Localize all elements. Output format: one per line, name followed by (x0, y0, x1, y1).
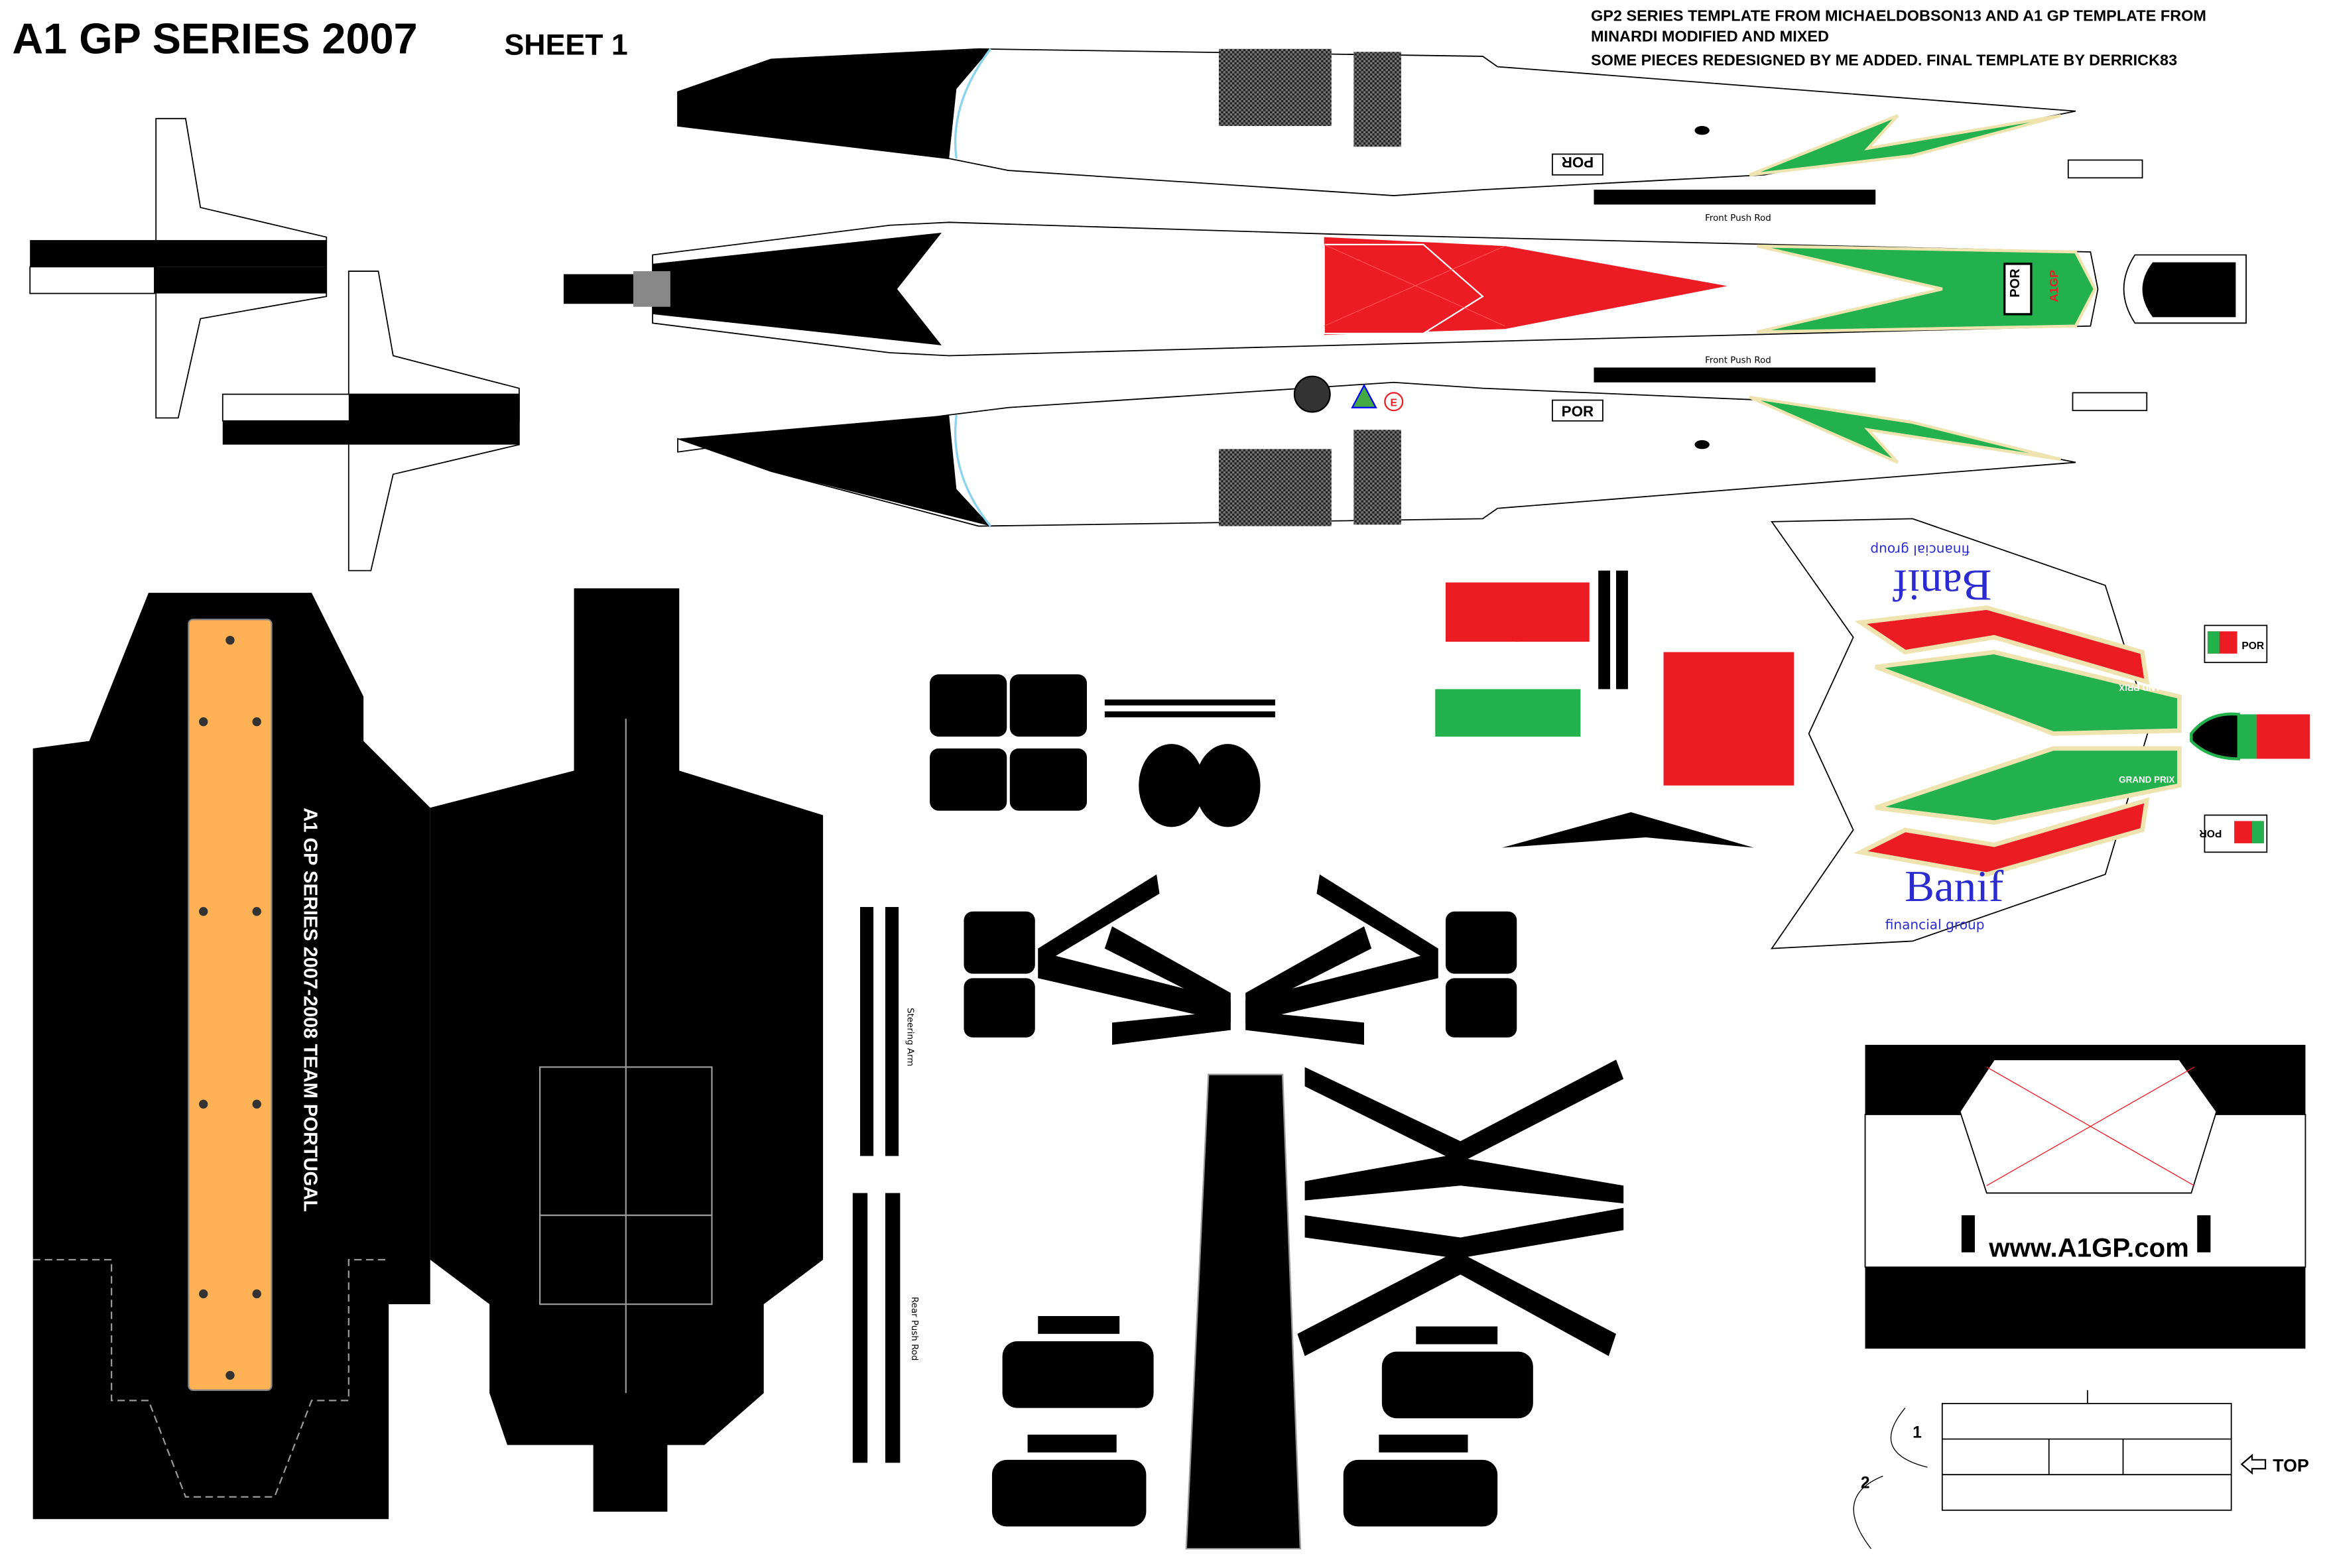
sidepod-lower: POR (677, 381, 2148, 527)
por-label-lower: POR (1562, 403, 1594, 420)
grand-prix-label-upper: GRAND PRIX (2119, 683, 2174, 693)
por-label-nose: POR (2008, 269, 2023, 298)
front-push-rod-lower: Front Push Rod (1594, 356, 1876, 383)
credits-line-3: SOME PIECES REDESIGNED BY ME ADDED. FINA… (1591, 51, 2177, 68)
credits-line-1: GP2 SERIES TEMPLATE FROM MICHAELDOBSON13… (1591, 7, 2206, 24)
assembly-diagram: 1 2 TOP (1853, 1390, 2309, 1549)
por-label-upper: POR (1562, 154, 1594, 170)
undertray-piece (430, 588, 824, 1512)
grand-prix-label-lower: GRAND PRIX (2119, 774, 2174, 784)
steering-arm: Steering Arm (859, 907, 915, 1156)
engine-cover-fin (1185, 1073, 1302, 1550)
front-push-rod-label-lower: Front Push Rod (1705, 356, 1771, 366)
brake-ducts (991, 1315, 1533, 1527)
website-label: www.A1GP.com (1988, 1233, 2189, 1263)
main-body-nose: POR A1GP (563, 221, 2247, 357)
sponsor-sub-lower: financial group (1885, 917, 1985, 933)
sponsor-logo-lower: Banif (1905, 861, 2004, 911)
por-flag-label-lower: POR (2199, 827, 2222, 839)
rear-push-rod-label: Rear Push Rod (909, 1297, 919, 1360)
por-flag-label-upper: POR (2241, 640, 2264, 652)
rear-wing-endplate-upper (29, 117, 328, 419)
suspension-wishbones (964, 874, 1624, 1357)
rear-push-rod: Rear Push Rod (852, 1193, 919, 1463)
top-arrow-icon (2240, 1453, 2267, 1475)
e-badge: E (1391, 397, 1397, 408)
rear-wing-panel: www.A1GP.com (1864, 1044, 2306, 1349)
floor-team-text: A1 GP SERIES 2007-2008 TEAM PORTUGAL (300, 808, 321, 1212)
floor-piece: A1 GP SERIES 2007-2008 TEAM PORTUGAL (32, 593, 430, 1520)
triangle-decal-icon (1351, 383, 1377, 408)
wheel-decal-icon (1293, 375, 1331, 413)
sheet-number: SHEET 1 (505, 29, 628, 62)
steering-arm-label: Steering Arm (905, 1008, 915, 1066)
sponsor-sub-upper: financial group (1870, 542, 1970, 558)
sidepod-decals: E (1293, 375, 1404, 413)
helmet-pieces (1435, 570, 1794, 848)
top-label: TOP (2273, 1456, 2309, 1476)
front-push-rod-upper: Front Push Rod (1594, 190, 1876, 223)
sheet-title: A1 GP SERIES 2007 (12, 14, 417, 62)
e-badge-circle (1384, 392, 1404, 412)
rear-wing-endplate-lower (221, 271, 520, 572)
sidepod-upper: POR (677, 48, 2143, 196)
mirror-pieces (930, 674, 1275, 827)
step-1-label: 1 (1913, 1423, 1922, 1441)
sponsor-logo-upper: Banif (1893, 561, 1992, 611)
front-wing: GRAND PRIX GRAND PRIX Banif financial gr… (1770, 518, 2310, 949)
front-push-rod-label-upper: Front Push Rod (1705, 213, 1771, 223)
credits-line-2: MINARDI MODIFIED AND MIXED (1591, 28, 1829, 45)
nose-a1gp-logo: A1GP (2047, 270, 2060, 302)
step-2-label: 2 (1861, 1474, 1870, 1492)
